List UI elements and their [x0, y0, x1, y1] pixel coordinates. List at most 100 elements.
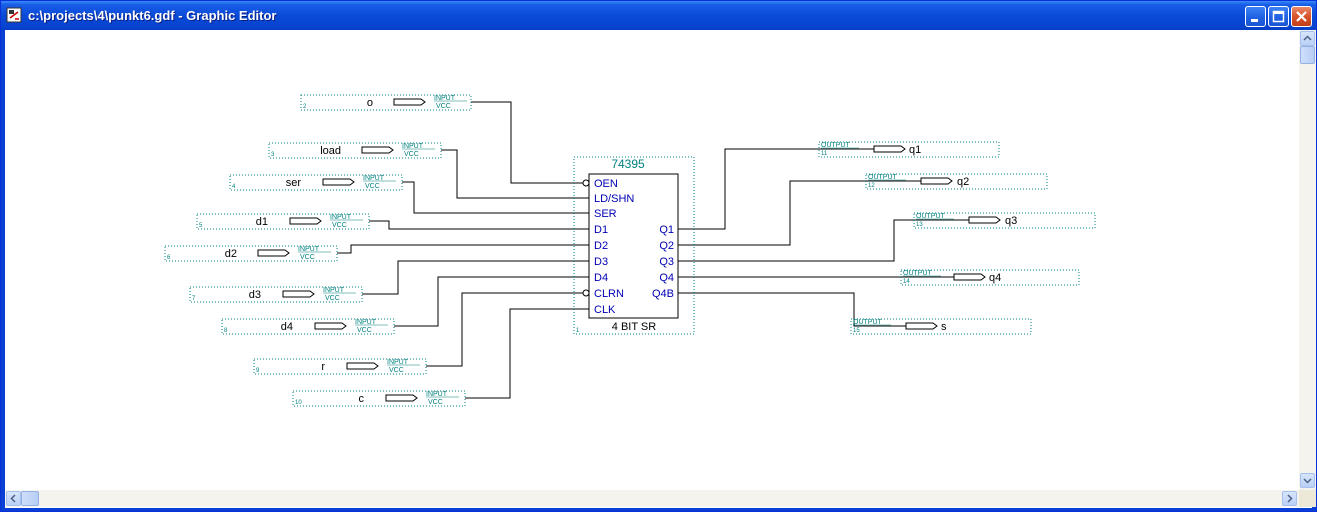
component-label: 4 BIT SR — [612, 321, 656, 333]
title-bar[interactable]: c:\projects\4\punkt6.gdf - Graphic Edito… — [1, 1, 1316, 30]
pin-type: OUTPUT — [821, 142, 851, 149]
pin-supply: VCC — [325, 295, 340, 302]
pin-number: 6 — [167, 255, 171, 261]
component-pin-d1: D1 — [594, 224, 608, 236]
component-pin-d2: D2 — [594, 240, 608, 252]
pin-supply: VCC — [357, 327, 372, 334]
pin-type: OUTPUT — [903, 270, 933, 277]
pin-supply: VCC — [389, 367, 404, 374]
pin-frame — [221, 318, 395, 335]
output-pin-q3[interactable]: OUTPUT 13 q3 — [916, 213, 1017, 228]
component-pin-ser: SER — [594, 208, 617, 220]
minimize-button[interactable] — [1245, 6, 1266, 27]
pin-frame — [189, 286, 363, 303]
input-port-icon — [322, 178, 355, 186]
pin-type: INPUT — [298, 246, 320, 253]
wire — [441, 149, 589, 199]
pin-type: INPUT — [387, 359, 409, 366]
wire — [678, 180, 921, 246]
component-pin-q1: Q1 — [659, 224, 674, 236]
pin-name: r — [321, 361, 325, 373]
output-port-icon — [968, 216, 1001, 224]
pin-name: q4 — [989, 272, 1001, 284]
pin-type: OUTPUT — [916, 213, 946, 220]
pin-number: 5 — [199, 223, 203, 229]
pin-supply: VCC — [300, 254, 315, 261]
pin-supply: VCC — [332, 222, 347, 229]
pin-number: 11 — [821, 151, 828, 157]
scroll-left-button[interactable] — [6, 491, 21, 506]
pin-supply: VCC — [436, 103, 451, 110]
pin-frame — [196, 213, 370, 230]
pin-type: INPUT — [323, 287, 345, 294]
horizontal-scroll-thumb[interactable] — [21, 491, 39, 506]
pin-number: 4 — [232, 184, 236, 190]
pin-frame — [913, 212, 1096, 229]
output-pin-q1[interactable]: OUTPUT 11 q1 — [821, 142, 921, 157]
pin-supply: VCC — [428, 399, 443, 406]
close-icon — [1296, 11, 1307, 22]
pin-frame — [900, 269, 1080, 286]
wire — [402, 181, 589, 214]
graphic-editor-icon[interactable] — [6, 7, 22, 23]
horizontal-scrollbar[interactable] — [5, 490, 1299, 507]
wire — [337, 244, 589, 254]
input-port-icon — [314, 322, 347, 330]
inverter-bubble — [582, 289, 590, 297]
input-port-icon — [385, 394, 418, 402]
pin-frame — [229, 174, 403, 191]
pin-name: q3 — [1005, 215, 1017, 227]
pin-name: d2 — [225, 248, 237, 260]
scroll-up-button[interactable] — [1300, 31, 1315, 46]
scroll-down-button[interactable] — [1300, 473, 1315, 488]
maximize-button[interactable] — [1268, 6, 1289, 27]
pin-number: 10 — [295, 400, 302, 406]
pin-frame — [164, 245, 338, 262]
chevron-up-icon — [1303, 35, 1312, 41]
pin-name: ser — [286, 177, 302, 189]
input-port-icon — [257, 249, 290, 257]
window-title: c:\projects\4\punkt6.gdf - Graphic Edito… — [28, 8, 277, 23]
component-pin-clrn: CLRN — [594, 288, 624, 300]
vertical-scrollbar[interactable] — [1299, 30, 1316, 490]
maximize-icon — [1272, 10, 1285, 23]
vertical-scroll-thumb[interactable] — [1300, 46, 1315, 64]
wire — [394, 276, 589, 327]
pin-number: 2 — [303, 104, 307, 110]
pin-type: OUTPUT — [868, 174, 898, 181]
pin-name: q1 — [909, 144, 921, 156]
component-pin-d3: D3 — [594, 256, 608, 268]
component-pin-q4: Q4 — [659, 272, 674, 284]
pin-number: 13 — [916, 222, 923, 228]
scrollbar-corner — [1299, 490, 1316, 507]
pin-name: o — [367, 97, 373, 109]
close-button[interactable] — [1291, 6, 1312, 27]
component-pin-q4b: Q4B — [652, 288, 674, 300]
output-port-icon — [873, 145, 906, 153]
scroll-right-button[interactable] — [1282, 491, 1297, 506]
wire — [369, 220, 589, 230]
component-pin-ld-shn: LD/SHN — [594, 193, 634, 205]
component-body — [588, 173, 679, 319]
pin-number: 15 — [853, 328, 860, 334]
inverter-bubble — [582, 179, 590, 187]
pin-frame — [292, 390, 466, 407]
pin-supply: VCC — [365, 183, 380, 190]
pin-frame — [300, 94, 472, 111]
